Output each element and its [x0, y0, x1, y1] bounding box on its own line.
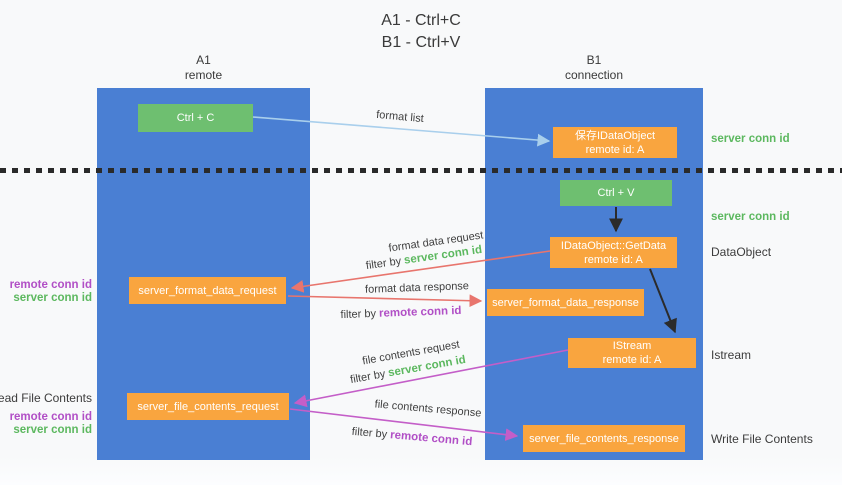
label-write-file-contents: Write File Contents [711, 432, 813, 446]
label-server-conn-id-2: server conn id [13, 424, 92, 436]
filter-remote-conn-id-2: remote conn id [389, 429, 473, 449]
filter-prefix-2: filter by [340, 307, 380, 322]
node-idataobject-getdata: IDataObject::GetData remote id: A [550, 237, 677, 268]
node-format-request-label: server_format_data_request [138, 284, 277, 297]
edge-label-file-contents-response: file contents response [374, 398, 482, 420]
node-save-idataobject-line2: remote id: A [585, 143, 645, 156]
node-server-format-data-response: server_format_data_response [487, 289, 644, 316]
node-file-request-label: server_file_contents_request [137, 400, 279, 413]
lane-b1-name: B1 [586, 53, 602, 67]
filter-prefix-3: filter by [349, 367, 390, 387]
node-istream-line2: remote id: A [602, 354, 662, 366]
edge-label-filter-remote-2: filter by remote conn id [351, 426, 473, 448]
node-istream: IStream remote id: A [568, 338, 696, 368]
label-dataobject: DataObject [711, 245, 772, 259]
edge-label-filter-remote-1: filter by remote conn id [340, 305, 461, 321]
node-getdata-line2: remote id: A [584, 253, 643, 266]
lane-header-b1: B1 connection [485, 53, 703, 83]
label-read-file-contents: Read File Contents [0, 391, 92, 405]
label-server-conn-id-1: server conn id [13, 292, 92, 304]
arrow-format-data-response [287, 294, 483, 308]
node-getdata-line1: IDataObject::GetData [560, 239, 667, 252]
node-save-idataobject: 保存IDataObject remote id: A [553, 127, 677, 158]
node-file-response-label: server_file_contents_response [529, 432, 679, 445]
filter-remote-conn-id-1: remote conn id [378, 304, 462, 320]
node-ctrl-c-label: Ctrl + C [176, 112, 215, 124]
node-format-response-label: server_format_data_response [492, 296, 639, 309]
edge-label-format-list: format list [375, 108, 425, 126]
label-server-conn-id-top: server conn id [711, 133, 790, 145]
node-ctrl-v-label: Ctrl + V [597, 187, 635, 199]
filter-prefix-4: filter by [351, 425, 391, 442]
node-istream-line1: IStream [612, 340, 652, 352]
node-server-format-data-request: server_format_data_request [129, 277, 286, 304]
edge-label-format-data-response: format data response [364, 280, 470, 296]
node-save-idataobject-line1: 保存IDataObject [574, 129, 656, 142]
lane-header-a1: A1 remote [97, 53, 310, 83]
node-server-file-contents-response: server_file_contents_response [523, 425, 685, 452]
label-remote-conn-id-2: remote conn id [9, 411, 92, 423]
label-istream: Istream [711, 348, 752, 362]
title-line-1: A1 - Ctrl+C [381, 12, 461, 29]
diagram-title: A1 - Ctrl+C B1 - Ctrl+V [0, 10, 842, 54]
dotted-separator-line [0, 168, 842, 173]
lane-b1-subtitle: connection [564, 68, 624, 82]
node-server-file-contents-request: server_file_contents_request [127, 393, 289, 420]
filter-prefix-1: filter by [365, 254, 405, 273]
node-ctrl-v: Ctrl + V [560, 180, 672, 206]
lane-a1-subtitle: remote [184, 68, 223, 82]
label-server-conn-id-mid: server conn id [711, 211, 790, 223]
lane-a1-name: A1 [196, 53, 211, 67]
node-ctrl-c: Ctrl + C [138, 104, 253, 132]
label-remote-conn-id-1: remote conn id [9, 279, 92, 291]
title-line-2: B1 - Ctrl+V [381, 34, 461, 51]
